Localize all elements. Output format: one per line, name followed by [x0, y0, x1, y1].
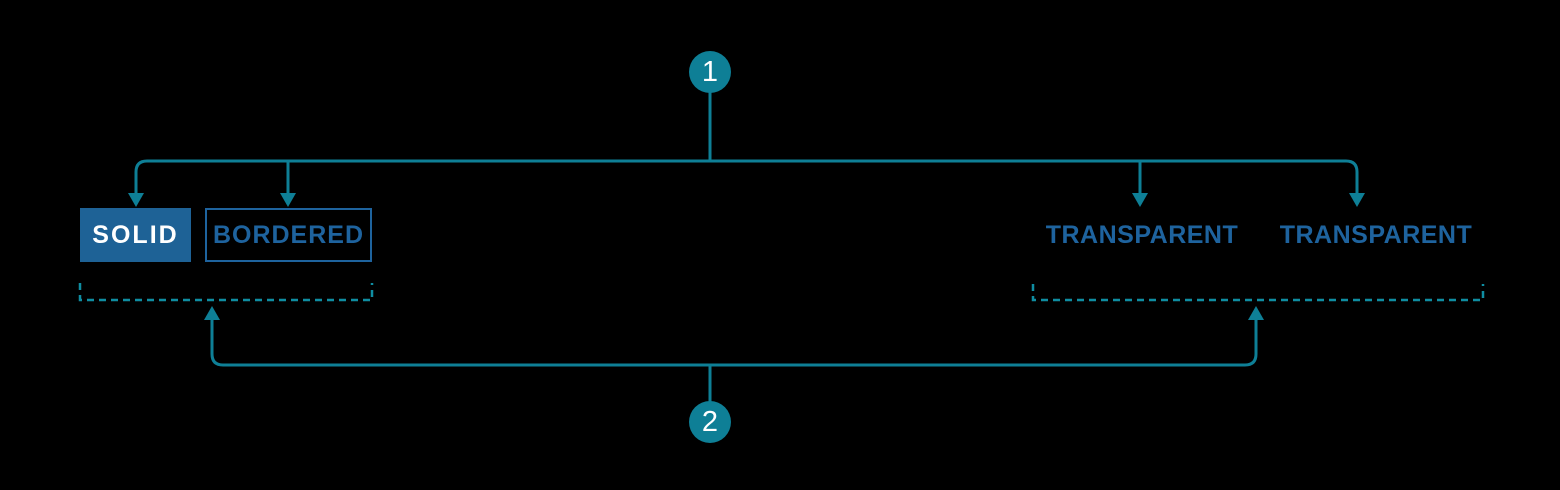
- bordered-style-button-label: BORDERED: [212, 220, 365, 249]
- down-arrowhead-transparent-2: [1349, 193, 1365, 207]
- group-bracket-left-dashed: [78, 283, 374, 302]
- callout-1-number: 1: [701, 55, 719, 88]
- callout-2-number: 2: [701, 405, 719, 438]
- up-arrowhead-left-group: [204, 306, 220, 320]
- callout-2-gather-line: [210, 318, 1258, 367]
- transparent-style-button-1-label: TRANSPARENT: [1045, 220, 1239, 249]
- callout-2-badge: 2: [689, 401, 731, 443]
- down-arrowhead-solid: [128, 193, 144, 207]
- callout-1-badge: 1: [689, 51, 731, 93]
- down-arrowhead-bordered: [280, 193, 296, 207]
- transparent-style-button-2-label: TRANSPARENT: [1279, 220, 1473, 249]
- group-bracket-right-dashed: [1031, 284, 1485, 302]
- callout-1-distribution-line: [134, 159, 1359, 196]
- transparent-style-button-1[interactable]: TRANSPARENT: [1032, 208, 1252, 262]
- bordered-style-button[interactable]: BORDERED: [205, 208, 372, 262]
- solid-style-button-label: SOLID: [92, 220, 179, 249]
- solid-style-button[interactable]: SOLID: [80, 208, 191, 262]
- down-arrowhead-transparent-1: [1132, 193, 1148, 207]
- up-arrowhead-right-group: [1248, 306, 1264, 320]
- transparent-style-button-2[interactable]: TRANSPARENT: [1266, 208, 1486, 262]
